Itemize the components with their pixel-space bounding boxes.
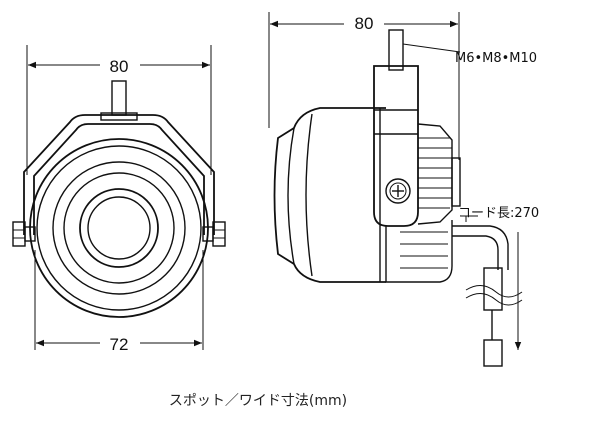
side-bolt-stud [388,29,461,71]
front-bottom-dimension: 72 [34,250,204,354]
figure-caption: スポット／ワイド寸法(mm) [169,393,347,409]
front-top-dimension: 80 [26,45,212,175]
side-view: 80 M6•M8•M10 [268,12,539,367]
front-width-top-label: 80 [110,57,129,76]
side-housing [273,107,386,283]
side-rear-cover [385,220,453,283]
front-bracket [23,114,215,235]
side-cord [452,215,523,367]
side-width-top-label: 80 [355,14,374,33]
bolt-size-label: M6•M8•M10 [455,51,537,66]
front-lamp-body [29,138,209,318]
front-view: 80 [12,45,226,354]
front-width-bottom-label: 72 [110,335,129,354]
adjustment-screw-icon [385,178,411,204]
side-top-dimension: 80 [268,12,460,160]
side-heat-sink [417,123,461,225]
side-bracket [373,65,419,227]
cord-length-label: コード長:270 [458,206,539,221]
